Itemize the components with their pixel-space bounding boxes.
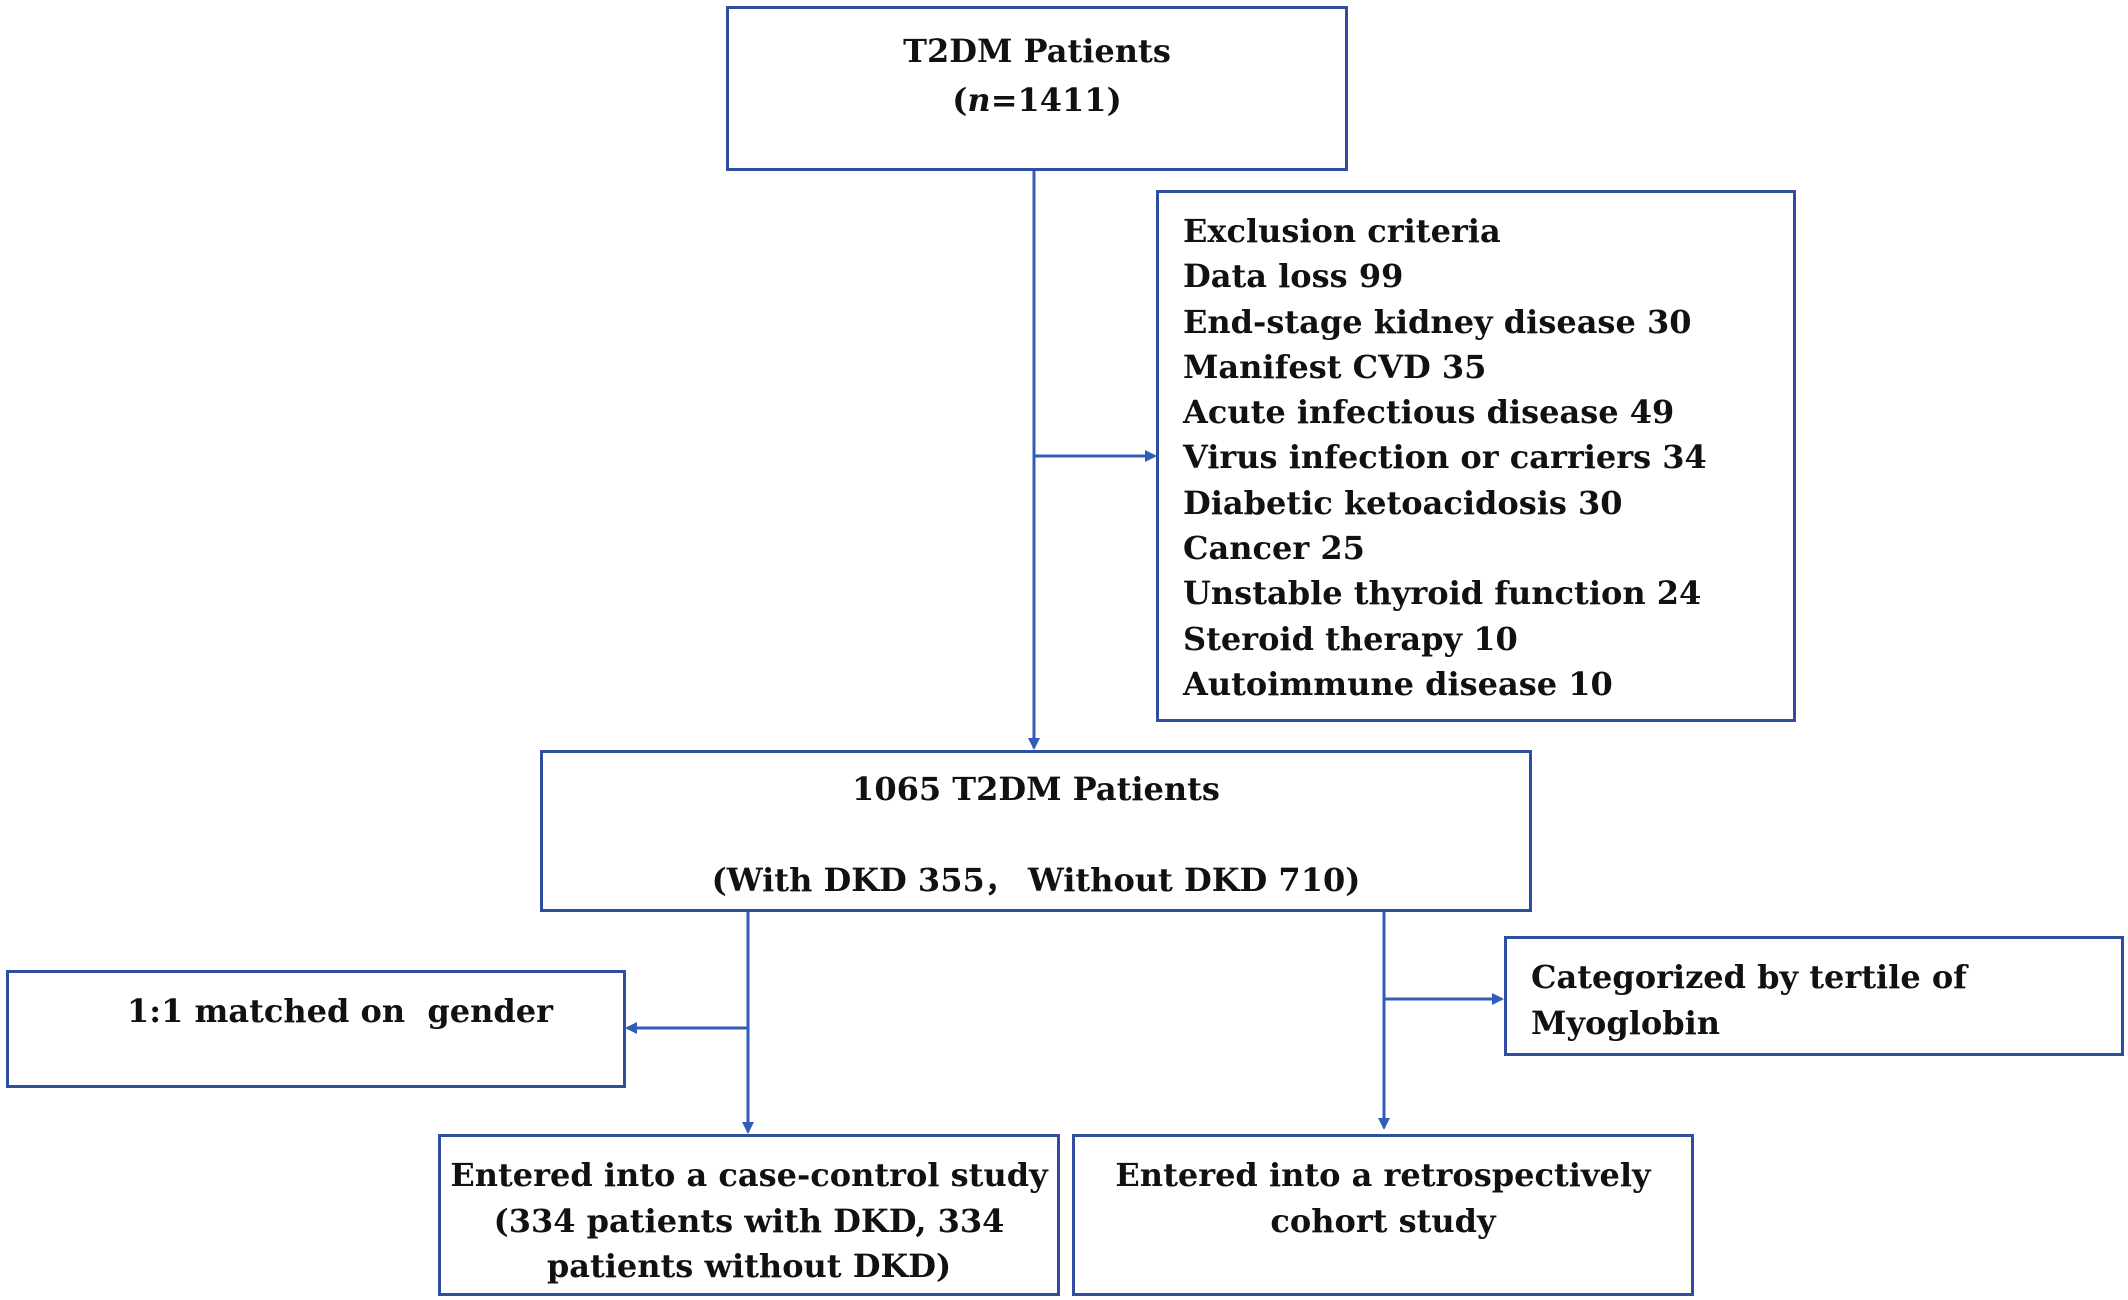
exclusion-item: Data loss 99 [1183, 257, 1404, 296]
patients-title: T2DM Patients [903, 32, 1171, 70]
case-control-box: Entered into a case-control study (334 p… [438, 1134, 1060, 1296]
exclusion-item: Virus infection or carriers 34 [1183, 438, 1707, 477]
patients-count-open: ( [952, 81, 968, 119]
tertile-box: Categorized by tertile of Myoglobin [1504, 936, 2124, 1056]
exclusion-item: Acute infectious disease 49 [1183, 393, 1675, 432]
remaining-box: 1065 T2DM Patients (With DKD 355， Withou… [540, 750, 1532, 912]
exclusion-item: Diabetic ketoacidosis 30 [1183, 483, 1623, 522]
cohort-line2: cohort study [1270, 1202, 1496, 1240]
exclusion-item: Autoimmune disease 10 [1183, 664, 1613, 703]
cohort-line1: Entered into a retrospectively [1115, 1156, 1651, 1194]
case-control-line3: patients without DKD) [546, 1247, 952, 1285]
patients-count: =1411) [990, 81, 1122, 119]
tertile-line2: Myoglobin [1531, 1004, 1721, 1042]
exclusion-title: Exclusion criteria [1183, 212, 1501, 250]
exclusion-item: Unstable thyroid function 24 [1183, 574, 1702, 613]
exclusion-item: End-stage kidney disease 30 [1183, 302, 1692, 341]
patients-box: T2DM Patients (n=1411) [726, 6, 1348, 171]
exclusion-item: Cancer 25 [1183, 529, 1365, 568]
remaining-title: 1065 T2DM Patients [852, 770, 1220, 808]
remaining-breakdown: (With DKD 355， Without DKD 710) [711, 861, 1361, 899]
cohort-box: Entered into a retrospectively cohort st… [1072, 1134, 1694, 1296]
case-control-line2: (334 patients with DKD, 334 [493, 1202, 1005, 1240]
tertile-line1: Categorized by tertile of [1531, 958, 1967, 996]
exclusion-item: Steroid therapy 10 [1183, 619, 1518, 658]
matched-label: 1:1 matched on gender [127, 992, 553, 1030]
case-control-line1: Entered into a case-control study [450, 1156, 1048, 1194]
patients-count-var: n [967, 81, 991, 119]
exclusion-item: Manifest CVD 35 [1183, 347, 1487, 386]
exclusion-box: Exclusion criteria Data loss 99 End-stag… [1156, 190, 1796, 722]
matched-box: 1:1 matched on gender [6, 970, 626, 1088]
